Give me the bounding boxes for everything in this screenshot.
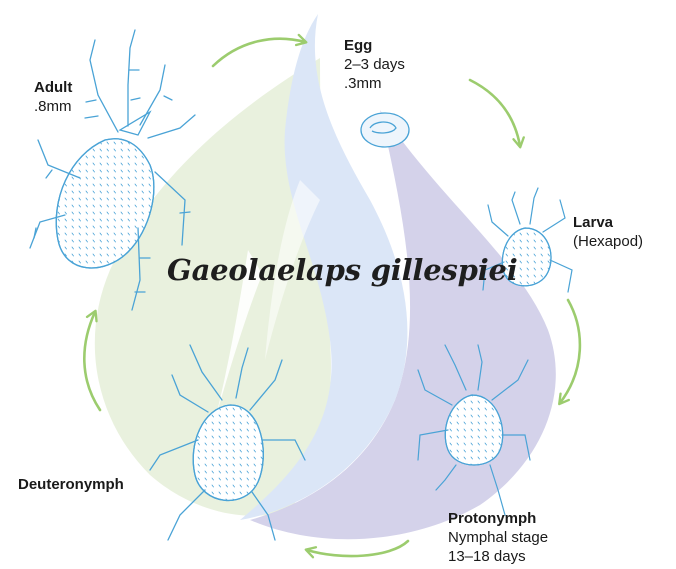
larva-label: Larva (Hexapod) xyxy=(573,213,643,251)
arrow-larva-to-protonymph xyxy=(560,300,580,403)
adult-label: Adult .8mm xyxy=(34,78,72,116)
larva-stage-name: Larva xyxy=(573,213,643,232)
arrow-protonymph-to-deuteronymph xyxy=(307,541,408,556)
egg-size: .3mm xyxy=(344,74,405,93)
protonymph-duration: 13–18 days xyxy=(448,547,548,566)
egg-stage-name: Egg xyxy=(344,36,405,55)
adult-size: .8mm xyxy=(34,97,72,116)
deuteronymph-label: Deuteronymph xyxy=(18,475,124,494)
protonymph-stage-name: Protonymph xyxy=(448,509,548,528)
protonymph-note: Nymphal stage xyxy=(448,528,548,547)
arrow-egg-to-larva xyxy=(470,80,520,146)
larva-note: (Hexapod) xyxy=(573,232,643,251)
adult-stage-name: Adult xyxy=(34,78,72,97)
egg-label: Egg 2–3 days .3mm xyxy=(344,36,405,93)
egg-duration: 2–3 days xyxy=(344,55,405,74)
species-title: Gaeolaelaps gillespiei xyxy=(167,253,518,287)
arrow-adult-to-egg xyxy=(213,39,305,66)
deuteronymph-stage-name: Deuteronymph xyxy=(18,475,124,494)
protonymph-label: Protonymph Nymphal stage 13–18 days xyxy=(448,509,548,566)
egg-icon xyxy=(361,113,409,147)
